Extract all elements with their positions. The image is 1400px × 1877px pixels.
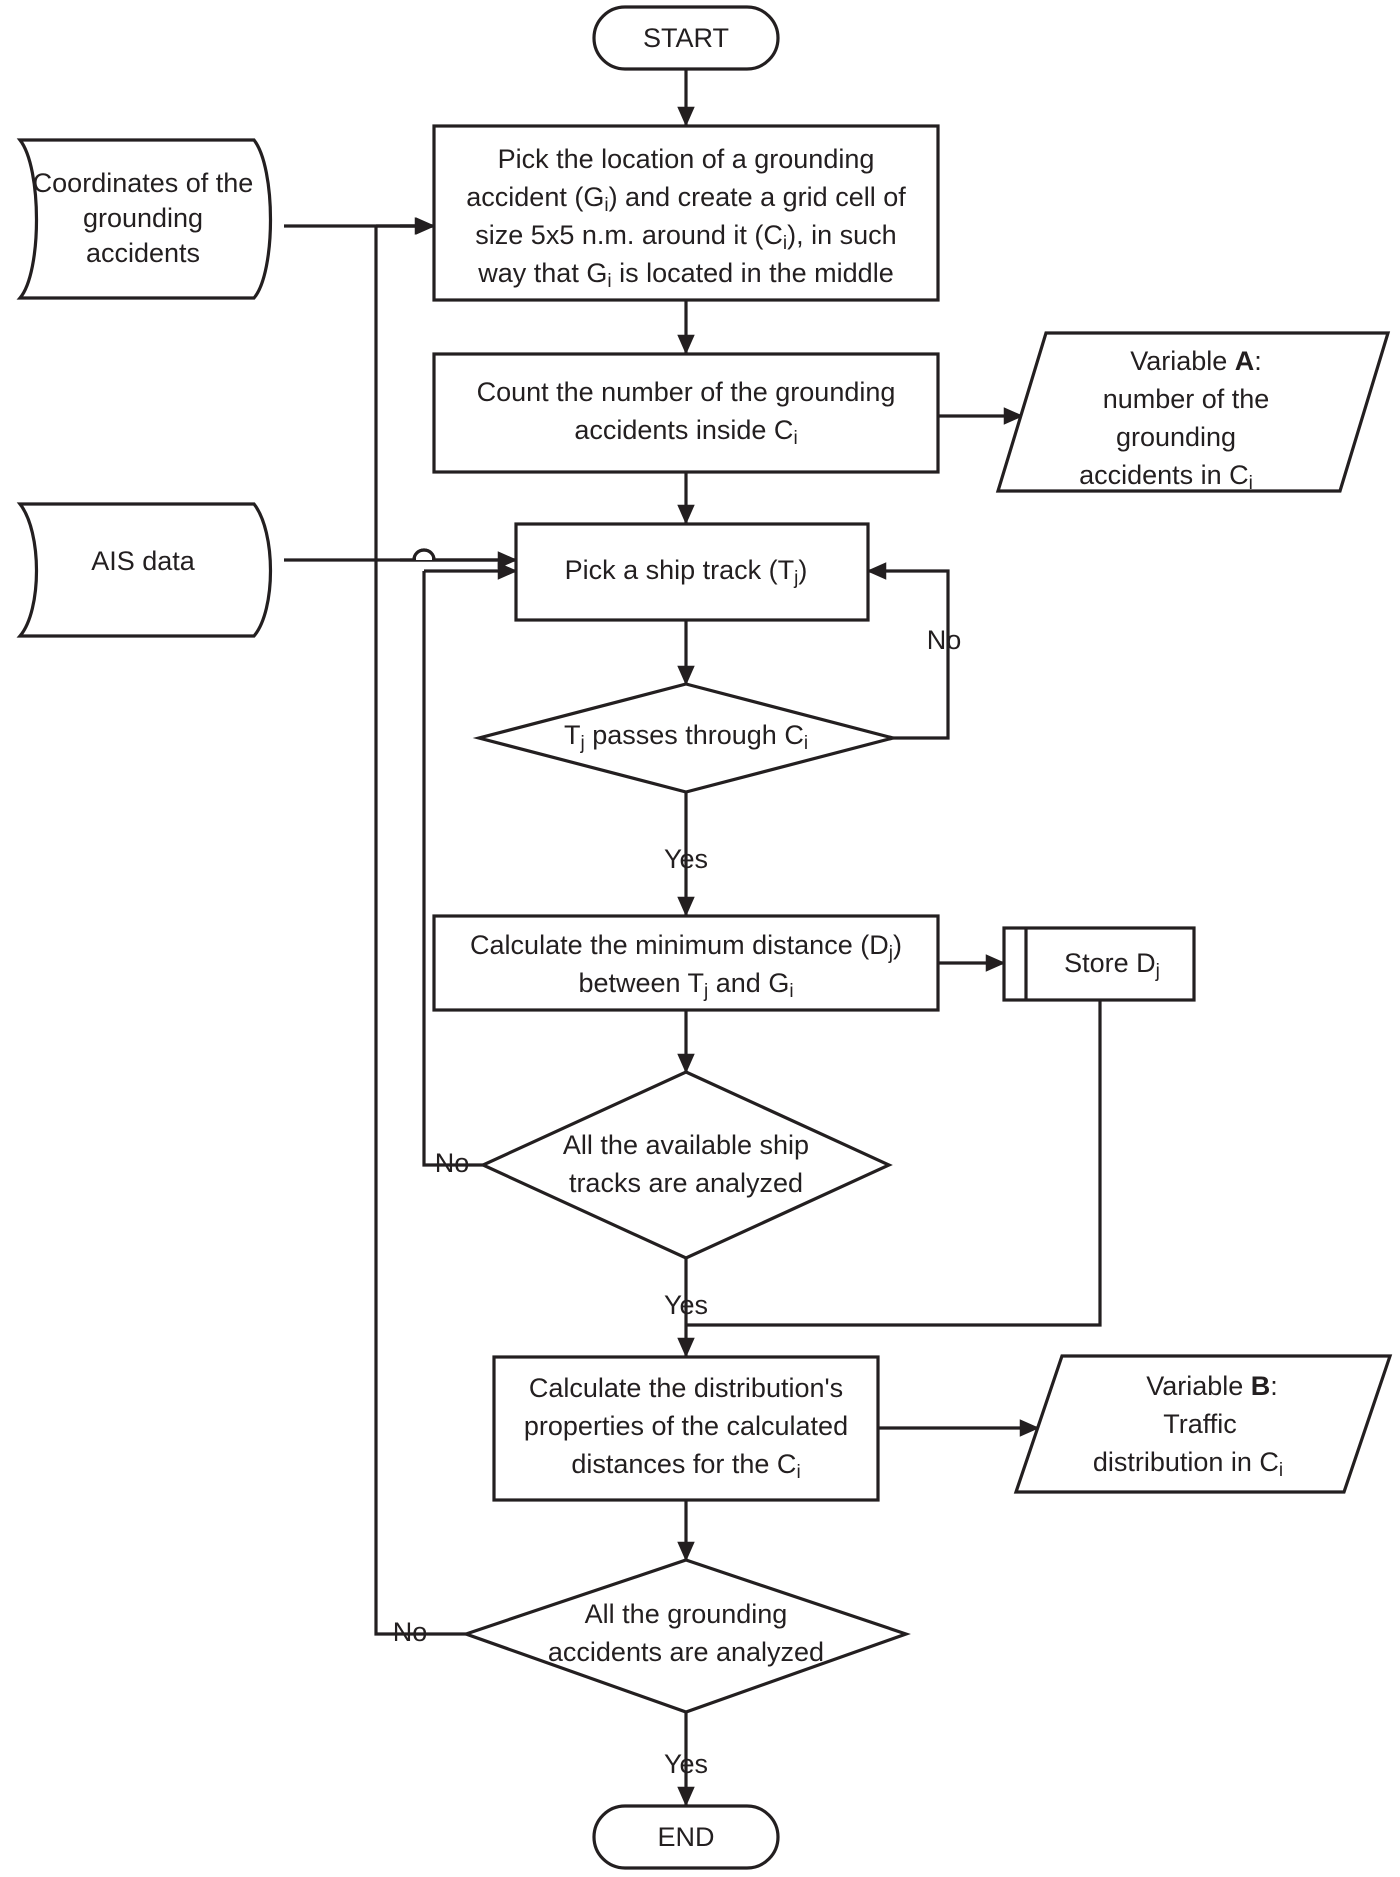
edge-label-no-tracks: No	[435, 1148, 470, 1178]
svg-text:AIS data: AIS data	[91, 546, 196, 576]
svg-text:size 5x5 n.m. around it (Ci),: size 5x5 n.m. around it (Ci), in such	[475, 220, 896, 254]
node-pick-track-text: Pick a ship track (Tj)	[565, 555, 808, 589]
node-variable-a-text: Variable A: number of the grounding acci…	[1079, 346, 1269, 494]
edge-label-no-passes: No	[927, 625, 962, 655]
node-ais-data-text: AIS data	[91, 546, 196, 576]
wire-hop-ais2	[412, 548, 436, 561]
wire-hop-mask	[416, 552, 432, 560]
svg-text:way that Gi is located in the: way that Gi is located in the middle	[477, 258, 893, 292]
node-end-label: END	[657, 1822, 714, 1852]
svg-text:Traffic: Traffic	[1163, 1409, 1237, 1439]
node-coordinates-data-text: Coordinates of the grounding accidents	[33, 168, 254, 268]
svg-text:Variable A:: Variable A:	[1130, 346, 1262, 376]
node-decision-all-tracks-text: All the available ship tracks are analyz…	[563, 1130, 809, 1198]
svg-text:accident (Gi) and create a gri: accident (Gi) and create a grid cell of	[466, 182, 906, 216]
node-coordinates-data[interactable]	[16, 138, 273, 300]
svg-text:accidents in Ci: accidents in Ci	[1079, 460, 1253, 494]
node-decision-all-accidents[interactable]	[461, 1558, 911, 1714]
svg-text:Pick the location of a groundi: Pick the location of a grounding	[498, 144, 875, 174]
node-end[interactable]	[592, 1804, 780, 1870]
edge-all-tracks-no-loop	[422, 571, 483, 1167]
svg-text:grounding: grounding	[1116, 422, 1236, 452]
svg-text:properties of the calculated: properties of the calculated	[524, 1411, 848, 1441]
edge-label-yes-passes: Yes	[664, 844, 708, 874]
node-start-label: START	[643, 23, 729, 53]
svg-text:distances for the Ci: distances for the Ci	[571, 1449, 800, 1483]
node-calc-distribution-text: Calculate the distribution's properties …	[524, 1373, 848, 1483]
svg-text:accidents: accidents	[86, 238, 200, 268]
edge-label-no-accidents: No	[393, 1617, 428, 1647]
svg-text:distribution in Ci: distribution in Ci	[1093, 1447, 1283, 1481]
node-pick-accident[interactable]	[432, 124, 940, 302]
edge-label-yes-tracks: Yes	[664, 1290, 708, 1320]
node-start[interactable]	[592, 5, 780, 71]
svg-text:Pick a ship track (Tj): Pick a ship track (Tj)	[565, 555, 808, 589]
node-variable-b-text: Variable B: Traffic distribution in Ci	[1093, 1371, 1283, 1481]
node-pick-track[interactable]	[514, 522, 870, 622]
svg-text:Coordinates of the: Coordinates of the	[33, 168, 254, 198]
svg-text:accidents inside Ci: accidents inside Ci	[574, 415, 797, 449]
node-count-accidents[interactable]	[432, 352, 940, 474]
svg-text:Tj passes through Ci: Tj passes through Ci	[564, 720, 808, 754]
node-decision-all-accidents-text: All the grounding accidents are analyzed	[548, 1599, 824, 1667]
svg-text:Calculate the minimum distance: Calculate the minimum distance (Dj)	[470, 930, 902, 964]
svg-text:tracks are analyzed: tracks are analyzed	[569, 1168, 803, 1198]
node-variable-a[interactable]	[995, 331, 1391, 493]
edge-label-yes-accidents: Yes	[664, 1749, 708, 1779]
node-calc-distribution[interactable]	[492, 1355, 880, 1502]
svg-text:All the available ship: All the available ship	[563, 1130, 809, 1160]
node-decision-passes-through[interactable]	[472, 682, 900, 794]
svg-text:number of the: number of the	[1103, 384, 1270, 414]
svg-text:All the grounding: All the grounding	[585, 1599, 788, 1629]
node-store-dj[interactable]	[1002, 926, 1196, 1002]
svg-text:Calculate the distribution's: Calculate the distribution's	[529, 1373, 843, 1403]
svg-text:between Tj and Gi: between Tj and Gi	[578, 968, 793, 1002]
node-calc-min-distance-text: Calculate the minimum distance (Dj) betw…	[470, 930, 902, 1002]
svg-text:Store Dj: Store Dj	[1064, 948, 1160, 982]
edge-all-accidents-no-loop	[374, 226, 466, 1636]
svg-text:Count the number of the ground: Count the number of the grounding	[477, 377, 896, 407]
edge-store-to-distribution	[686, 1000, 1102, 1327]
node-variable-b[interactable]	[1013, 1354, 1393, 1494]
node-calc-min-distance[interactable]	[432, 914, 940, 1012]
svg-text:Variable B:: Variable B:	[1146, 1371, 1278, 1401]
svg-text:grounding: grounding	[83, 203, 203, 233]
edge-passes-no-loop	[866, 562, 950, 740]
node-store-dj-text: Store Dj	[1064, 948, 1160, 982]
node-count-accidents-text: Count the number of the grounding accide…	[477, 377, 896, 449]
node-pick-accident-text: Pick the location of a grounding acciden…	[466, 144, 906, 292]
node-decision-passes-through-text: Tj passes through Ci	[564, 720, 808, 754]
node-decision-all-tracks[interactable]	[479, 1070, 893, 1260]
node-ais-data[interactable]	[16, 502, 273, 638]
svg-text:accidents are analyzed: accidents are analyzed	[548, 1637, 824, 1667]
